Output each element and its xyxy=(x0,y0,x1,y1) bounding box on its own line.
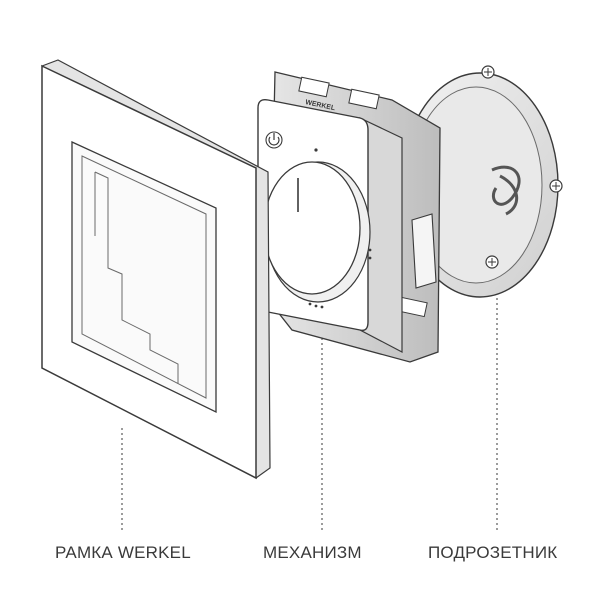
rotary-knob xyxy=(263,161,371,303)
label-mechanism: МЕХАНИЗМ xyxy=(263,543,362,562)
wires-icon xyxy=(491,165,521,216)
frame xyxy=(41,59,271,480)
label-mounting-box: ПОДРОЗЕТНИК xyxy=(428,543,558,562)
label-frame: РАМКА WERKEL xyxy=(55,543,191,562)
power-icon xyxy=(265,131,283,149)
mounting-box xyxy=(401,65,563,298)
mechanism: WERKEL xyxy=(257,71,441,363)
